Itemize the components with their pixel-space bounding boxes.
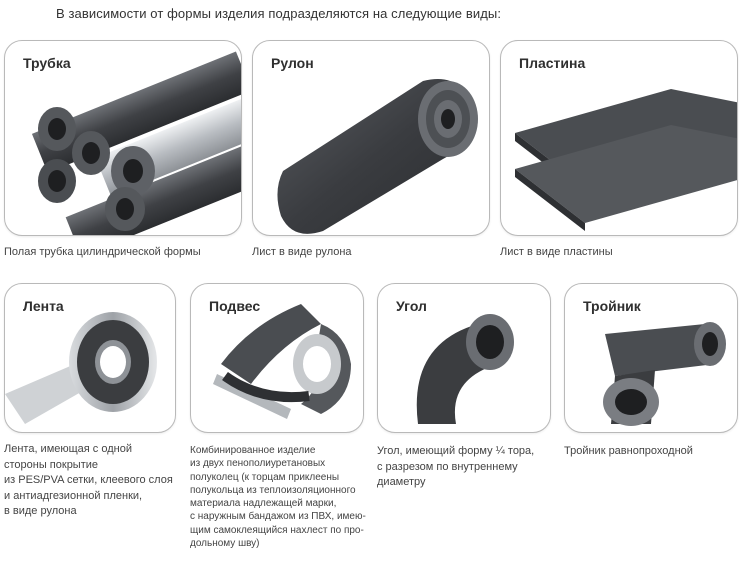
product-title: Рулон <box>271 55 314 71</box>
page-heading: В зависимости от формы изделия подраздел… <box>56 6 502 21</box>
elbow-icon <box>416 314 514 424</box>
product-title: Трубка <box>23 55 71 71</box>
product-card-tape: Лента <box>4 283 176 433</box>
product-title: Подвес <box>209 298 261 314</box>
product-title: Пластина <box>519 55 586 71</box>
product-caption: Полая трубка цилиндрической формы <box>4 246 201 258</box>
product-caption: Лист в виде пластины <box>500 246 613 258</box>
product-card-tee: Тройник <box>564 283 738 433</box>
product-caption: Комбинированное изделие из двух пенополи… <box>190 445 366 550</box>
product-caption: Тройник равнопроходной <box>564 445 693 457</box>
product-card-hanger: Подвес <box>190 283 364 433</box>
product-card-elbow: Угол <box>377 283 551 433</box>
pipe-hanger-icon <box>213 304 351 419</box>
product-title: Тройник <box>583 298 641 314</box>
tee-icon <box>603 322 726 426</box>
product-card-roll: Рулон <box>252 40 490 236</box>
product-title: Лента <box>23 298 64 314</box>
insulation-tubes-icon <box>31 51 241 235</box>
tape-roll-icon <box>5 312 157 424</box>
product-caption: Лист в виде рулона <box>252 246 352 258</box>
product-caption: Лента, имеющая с одной стороны покрытие … <box>4 443 173 517</box>
product-card-tube: Трубка <box>4 40 242 236</box>
insulation-roll-icon <box>277 79 478 234</box>
product-card-sheet: Пластина <box>500 40 738 236</box>
product-caption: Угол, имеющий форму ¼ тора, с разрезом п… <box>377 445 535 488</box>
insulation-sheets-icon <box>515 89 737 231</box>
product-title: Угол <box>396 298 427 314</box>
